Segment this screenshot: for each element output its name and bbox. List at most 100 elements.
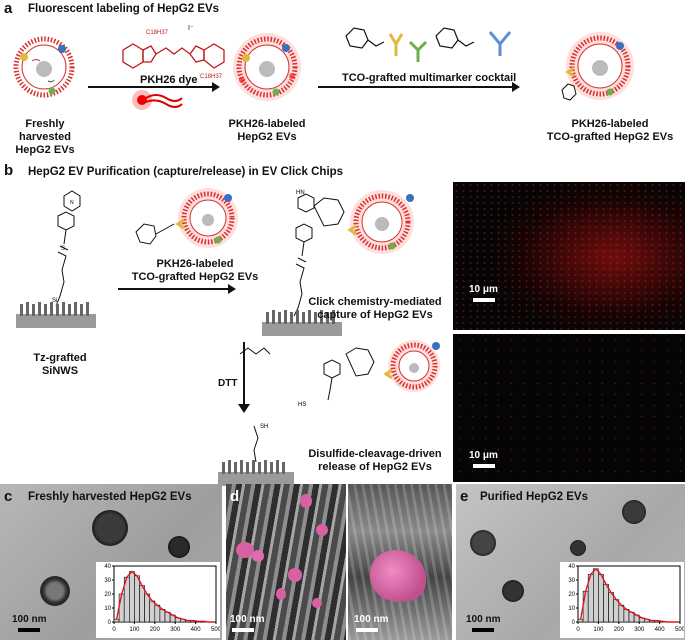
y-tick-label: 30	[568, 578, 575, 584]
y-tick-label: 10	[568, 606, 575, 612]
cocktail-label: TCO-grafted multimarker cocktail	[342, 72, 517, 84]
y-tick-label: 40	[104, 564, 111, 570]
released-ev-schematic: HS	[298, 340, 440, 408]
arrow-release-head	[238, 404, 250, 413]
histogram-bar	[608, 592, 614, 623]
scale-label-release: 10 μm	[469, 450, 498, 461]
hn-atom-1: HN	[296, 190, 305, 196]
ev-vesicle-tco-grafted	[561, 32, 634, 101]
histogram-bar	[159, 609, 166, 623]
histogram-bar	[154, 604, 161, 623]
histogram-bar	[134, 575, 140, 623]
scale-label-e: 100 nm	[466, 614, 501, 625]
histogram-bar	[613, 599, 620, 623]
panel-e-title: Purified HepG2 EVs	[480, 491, 589, 503]
released-substrate: SH	[218, 424, 294, 486]
x-tick-label: 400	[655, 627, 666, 633]
panel-a-label: a	[4, 0, 13, 17]
fluorescence-release-image: 10 μm	[453, 334, 685, 482]
histogram-bar	[582, 590, 589, 623]
n-atom-1: N	[70, 200, 74, 206]
arrow-label-step	[88, 82, 220, 92]
y-tick-label: 40	[568, 564, 575, 570]
arrow-capture-step	[118, 284, 236, 294]
histogram-bar	[592, 568, 599, 623]
s-atom-1: S	[61, 246, 65, 252]
x-tick-label: 200	[614, 627, 625, 633]
dye-label: PKH26 dye	[140, 74, 198, 86]
tz-sinws-schematic: Si S N	[16, 190, 96, 328]
histogram-bar	[118, 593, 125, 623]
arrow-graft-step	[318, 82, 520, 92]
x-tick-label: 500	[211, 627, 220, 633]
histogram-bar	[149, 600, 156, 623]
tco-cocktail-structures	[345, 27, 512, 62]
scale-label-c: 100 nm	[12, 614, 47, 625]
panel-b-label: b	[4, 162, 14, 179]
histogram-bar	[603, 583, 609, 623]
fluorescence-capture-image: 10 μm	[453, 182, 685, 330]
scale-bar-release	[473, 464, 495, 468]
x-tick-label: 100	[593, 627, 604, 633]
r-group-top: C18H37	[146, 30, 169, 36]
si-atom-1: Si	[52, 298, 57, 304]
y-tick-label: 30	[104, 578, 111, 584]
scale-bar-c	[18, 628, 40, 632]
pkh26-structure: C18H37 C18H37 I⁻	[122, 25, 225, 80]
x-tick-label: 0	[112, 627, 116, 633]
histogram-bar	[144, 593, 150, 623]
y-tick-label: 20	[104, 592, 111, 598]
x-tick-label: 400	[191, 627, 202, 633]
x-tick-label: 500	[675, 627, 684, 633]
dtt-label: DTT	[218, 378, 238, 389]
y-tick-label: 20	[568, 592, 575, 598]
captured-ev-schematic: HN	[262, 190, 414, 336]
scale-label-d1: 100 nm	[230, 614, 265, 625]
x-tick-label: 300	[634, 627, 645, 633]
panel-a-title: Fluorescent labeling of HepG2 EVs	[28, 3, 220, 15]
histogram-bar	[618, 604, 625, 623]
panel-b-title: HepG2 EV Purification (capture/release) …	[28, 166, 344, 178]
dtt-structure	[239, 347, 271, 355]
histogram-bar	[577, 618, 584, 623]
scale-bar-e	[472, 628, 494, 632]
scale-bar-capture	[473, 298, 495, 302]
panel-c-label: c	[4, 488, 13, 505]
histogram-bar	[623, 609, 630, 623]
x-tick-label: 100	[129, 627, 140, 633]
scale-bar-d1	[232, 628, 254, 632]
ev-vesicle-labeled	[233, 33, 301, 101]
fit-curve	[579, 567, 678, 623]
reagent-ev-schematic	[135, 188, 238, 248]
histogram-bar	[113, 618, 120, 623]
arrow-release-step	[243, 342, 245, 408]
panel-d-label: d	[230, 488, 240, 505]
sem-image-d1: 100 nm	[226, 484, 346, 640]
hs-atom-1: HS	[298, 402, 306, 408]
panel-c-title: Freshly harvested HepG2 EVs	[28, 491, 192, 503]
fit-curve	[115, 570, 214, 623]
scale-bar-d2	[356, 628, 378, 632]
scale-label-capture: 10 μm	[469, 284, 498, 295]
sh-atom-1: SH	[260, 424, 268, 430]
sem-image-d2: 100 nm	[348, 484, 452, 640]
size-histogram-c: 0 100 200 300 400 500 0 10 20 30 40	[96, 562, 220, 638]
scale-label-d2: 100 nm	[354, 614, 389, 625]
x-tick-label: 300	[170, 627, 181, 633]
x-tick-label: 200	[150, 627, 161, 633]
ev-vesicle-unlabeled	[13, 36, 75, 98]
dye-glow-icon	[132, 90, 183, 110]
histogram-bar	[598, 574, 604, 623]
histogram-bar	[128, 571, 135, 623]
y-tick-label: 0	[572, 620, 576, 626]
y-tick-label: 0	[108, 620, 112, 626]
y-tick-label: 10	[104, 606, 111, 612]
